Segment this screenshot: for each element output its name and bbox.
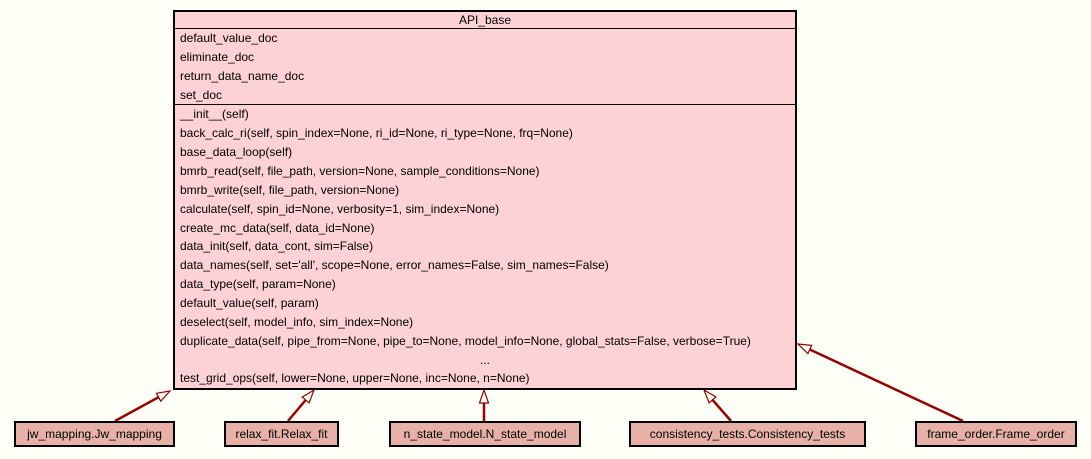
methods-compartment: __init__(self) back_calc_ri(self, spin_i… xyxy=(175,105,795,388)
method-row: __init__(self) xyxy=(180,107,249,122)
method-row: data_names(self, set='all', scope=None, … xyxy=(180,258,609,273)
attributes-compartment: default_value_doc eliminate_doc return_d… xyxy=(175,29,795,105)
class-label: relax_fit.Relax_fit xyxy=(235,427,328,441)
method-row: test_grid_ops(self, lower=None, upper=No… xyxy=(180,371,530,386)
method-row: create_mc_data(self, data_id=None) xyxy=(180,220,375,235)
method-row: back_calc_ri(self, spin_index=None, ri_i… xyxy=(180,126,573,141)
class-box-jw-mapping[interactable]: jw_mapping.Jw_mapping xyxy=(14,421,175,447)
class-label: consistency_tests.Consistency_tests xyxy=(649,427,846,441)
method-row: base_data_loop(self) xyxy=(180,145,293,160)
class-box-consistency-tests[interactable]: consistency_tests.Consistency_tests xyxy=(629,421,866,447)
class-label: frame_order.Frame_order xyxy=(927,427,1065,441)
inheritance-arrow-n-state-model xyxy=(478,388,490,421)
method-row: default_value(self, param) xyxy=(180,296,319,311)
attribute-row: return_data_name_doc xyxy=(180,68,305,83)
inheritance-arrow-relax-fit xyxy=(287,388,316,422)
class-box-relax-fit[interactable]: relax_fit.Relax_fit xyxy=(224,421,339,447)
class-label: jw_mapping.Jw_mapping xyxy=(27,427,162,441)
class-title: API_base xyxy=(175,12,795,29)
method-row: duplicate_data(self, pipe_from=None, pip… xyxy=(180,333,751,348)
class-label: n_state_model.N_state_model xyxy=(403,427,567,441)
method-row: data_init(self, data_cont, sim=False) xyxy=(180,239,374,254)
inheritance-arrow-consistency-tests xyxy=(702,388,732,422)
attribute-row: default_value_doc xyxy=(180,31,278,46)
method-row: data_type(self, param=None) xyxy=(180,277,336,292)
class-box-n-state-model[interactable]: n_state_model.N_state_model xyxy=(389,421,581,447)
inheritance-arrow-frame-order xyxy=(796,343,964,423)
method-row: bmrb_write(self, file_path, version=None… xyxy=(180,182,400,197)
class-box-frame-order[interactable]: frame_order.Frame_order xyxy=(915,421,1077,447)
class-box-api-base[interactable]: API_base default_value_doc eliminate_doc… xyxy=(173,10,797,390)
inheritance-arrow-jw-mapping xyxy=(114,390,172,423)
method-row: deselect(self, model_info, sim_index=Non… xyxy=(180,314,414,329)
attribute-row: set_doc xyxy=(180,87,223,102)
method-row: calculate(self, spin_id=None, verbosity=… xyxy=(180,201,500,216)
ellipsis-row: ... xyxy=(479,352,490,367)
attribute-row: eliminate_doc xyxy=(180,50,255,65)
method-row: bmrb_read(self, file_path, version=None,… xyxy=(180,164,540,178)
